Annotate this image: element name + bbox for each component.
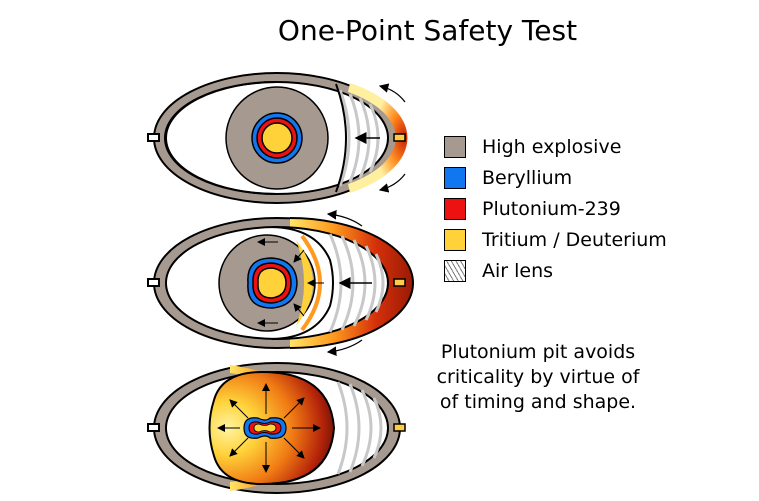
legend-label: High explosive xyxy=(482,135,622,158)
high-explosive-swatch xyxy=(444,135,466,158)
tritium-core xyxy=(257,267,287,299)
detonator-left xyxy=(147,133,160,142)
detonator-right xyxy=(393,133,406,142)
legend-label: Air lens xyxy=(482,259,554,282)
caption-line: of timing and shape. xyxy=(439,391,637,413)
legend-item: Air lens xyxy=(444,255,667,286)
legend-label: Tritium / Deuterium xyxy=(482,228,667,251)
tritium-deuterium-swatch xyxy=(444,228,466,251)
beryllium-swatch xyxy=(444,166,466,189)
air-lens-swatch xyxy=(444,259,466,282)
caption-line: Plutonium pit avoids xyxy=(440,341,636,363)
legend-item: Beryllium xyxy=(444,162,667,193)
stage-1-diagram xyxy=(147,72,408,204)
legend-item: Tritium / Deuterium xyxy=(444,224,667,255)
tritium-core xyxy=(253,423,277,433)
page-title: One-Point Safety Test xyxy=(277,14,578,47)
detonation-flame xyxy=(348,83,408,193)
legend-item: High explosive xyxy=(444,131,667,162)
caption: Plutonium pit avoids criticality by virt… xyxy=(418,340,658,415)
legend: High explosive Beryllium Plutonium-239 T… xyxy=(444,131,667,286)
legend-label: Beryllium xyxy=(482,166,573,189)
caption-line: criticality by virtue of xyxy=(436,366,640,388)
air-lens xyxy=(336,381,383,475)
plutonium-swatch xyxy=(444,197,466,220)
tritium-core xyxy=(261,122,293,154)
legend-label: Plutonium-239 xyxy=(482,197,621,220)
stage-2-diagram xyxy=(147,210,414,356)
legend-item: Plutonium-239 xyxy=(444,193,667,224)
detonation-flame xyxy=(290,218,413,348)
stage-3-diagram xyxy=(147,362,406,494)
